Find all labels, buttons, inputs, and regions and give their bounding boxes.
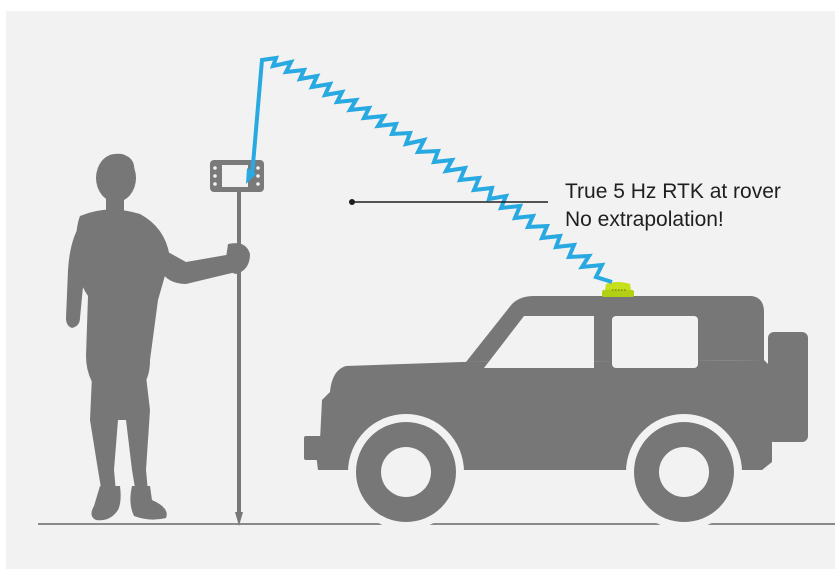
data-controller-icon	[210, 160, 264, 192]
gnss-antenna-icon	[602, 282, 634, 297]
callout-leader	[349, 199, 548, 205]
callout-line-1: True 5 Hz RTK at rover	[565, 178, 781, 206]
radio-link-icon	[252, 58, 612, 282]
callout-line-2: No extrapolation!	[565, 206, 781, 234]
survey-pole-icon	[235, 170, 243, 526]
person-silhouette-icon	[66, 154, 250, 521]
callout-text: True 5 Hz RTK at rover No extrapolation!	[565, 178, 781, 234]
